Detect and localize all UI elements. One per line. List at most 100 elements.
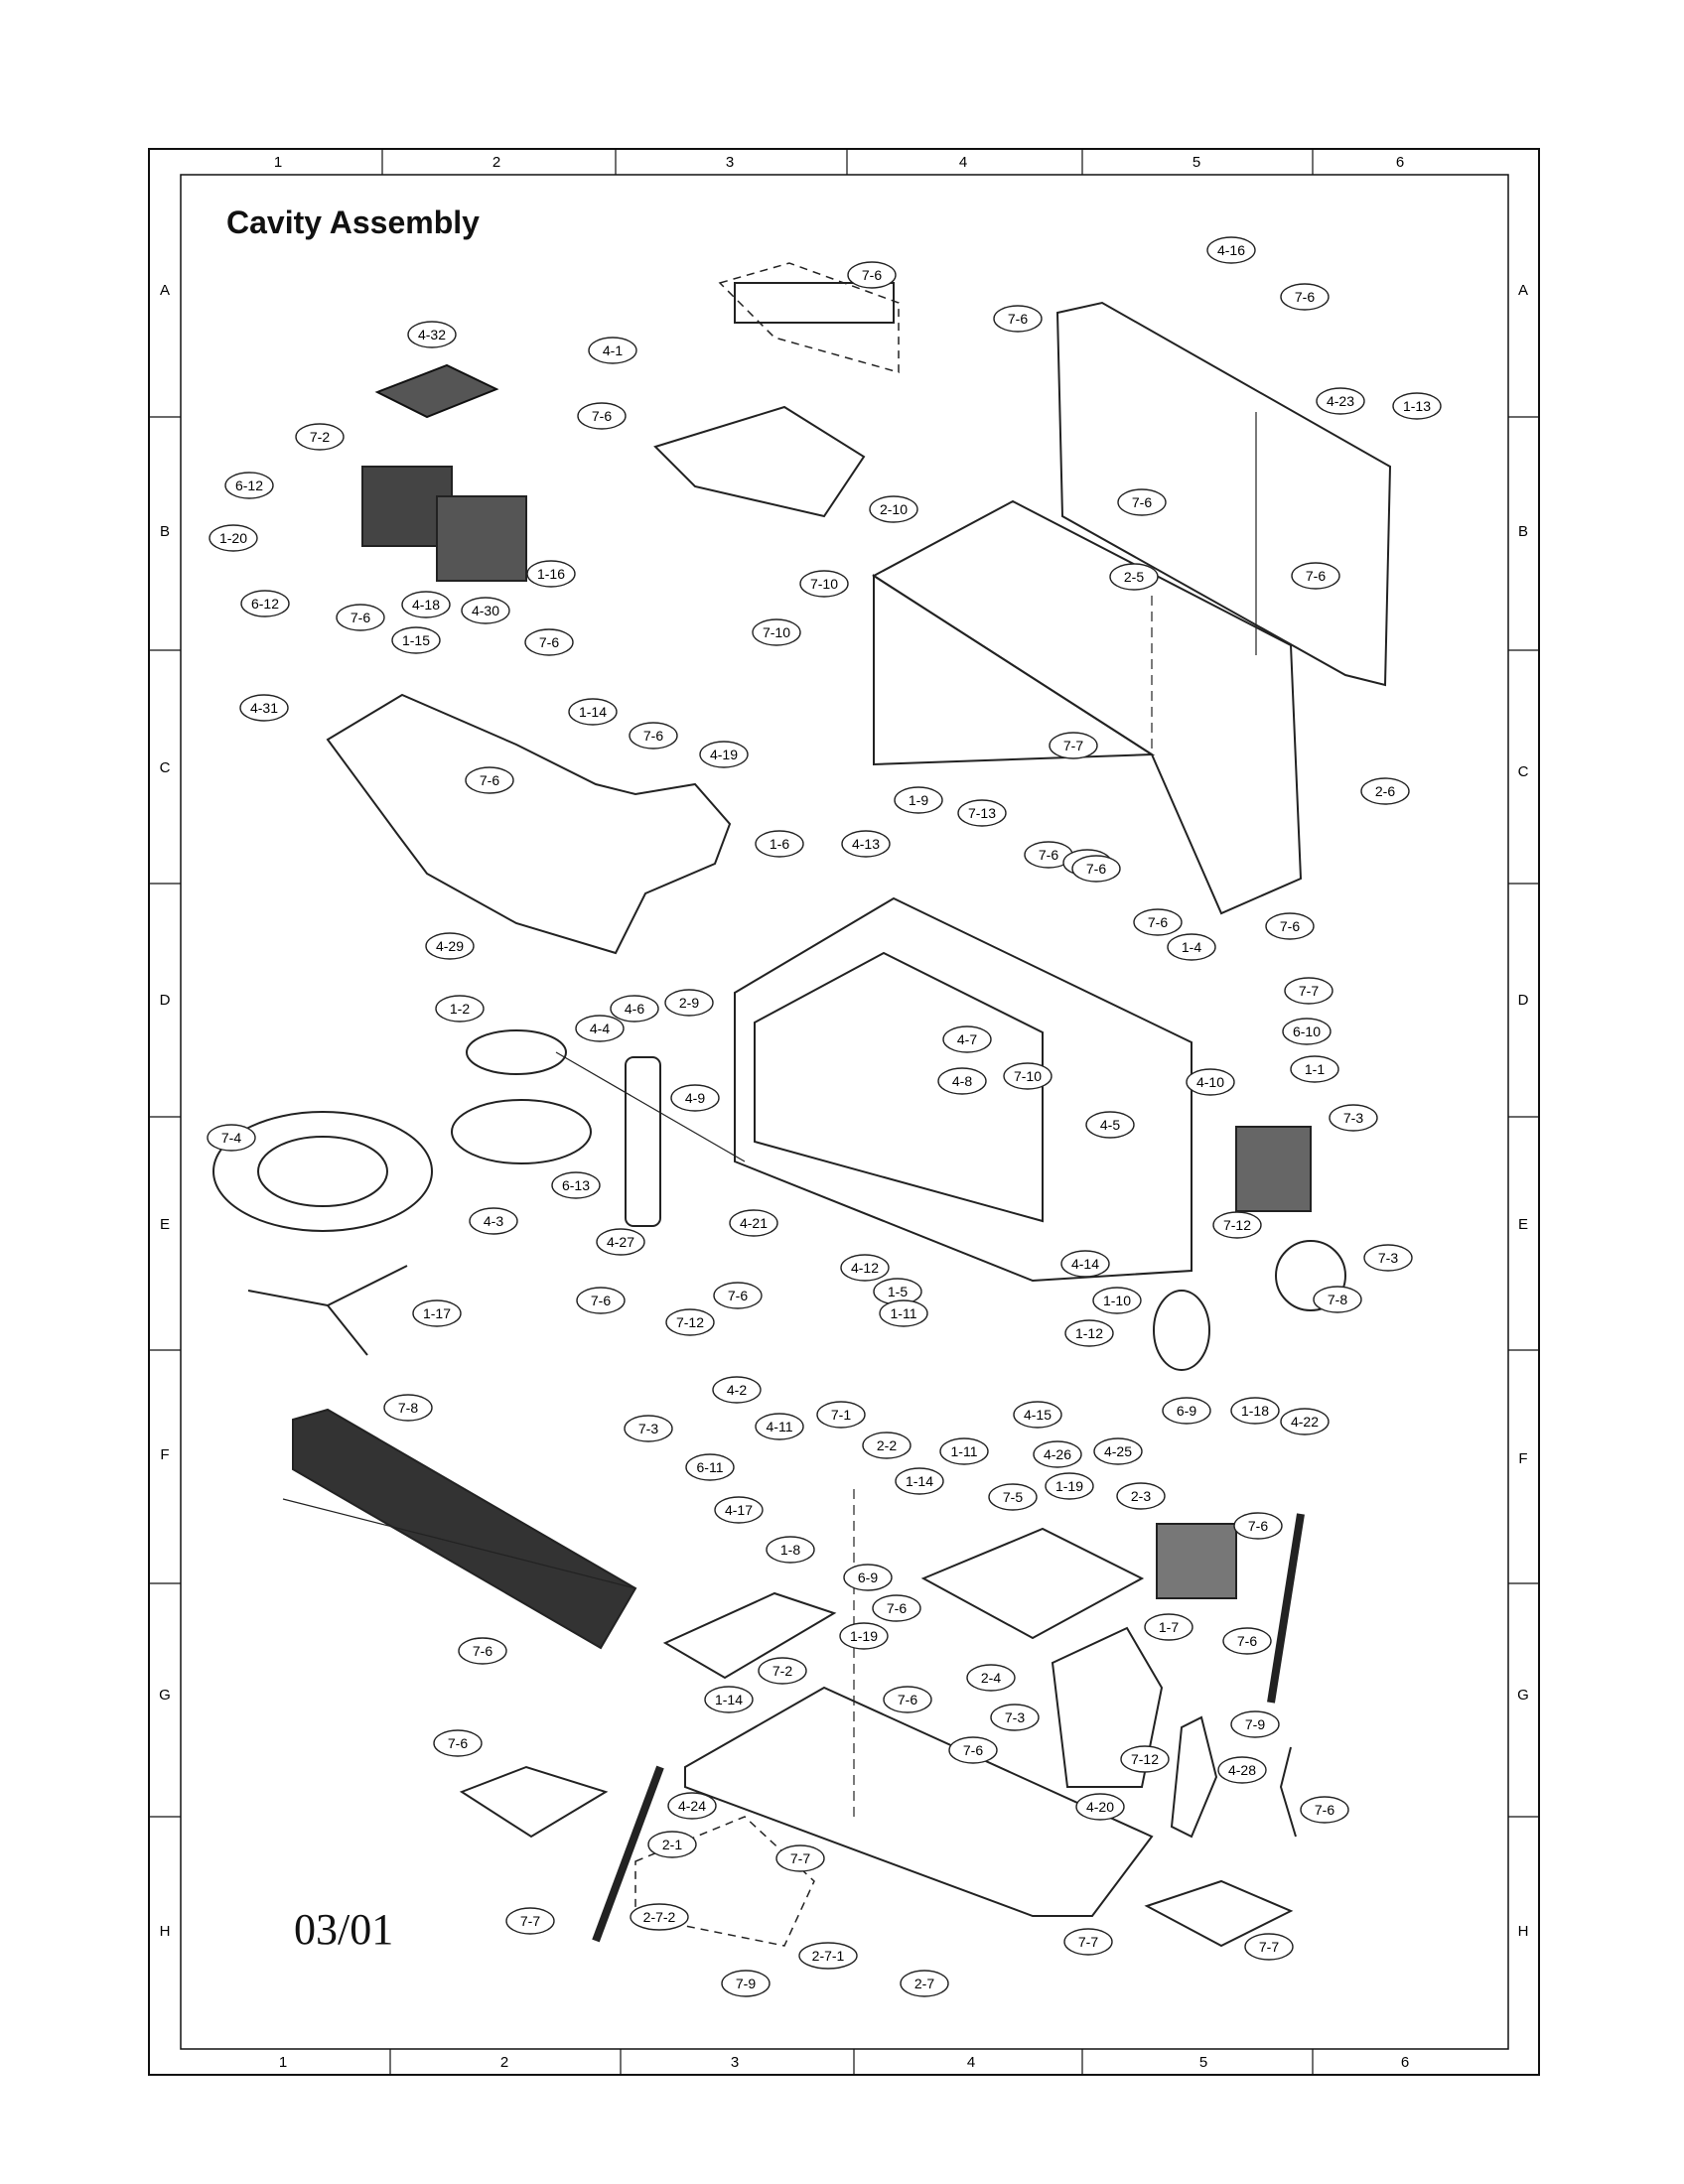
- col-label-bottom: 6: [1401, 2054, 1409, 2071]
- callout-label: 1-5: [888, 1284, 908, 1299]
- callout-bubble: [758, 1657, 807, 1685]
- top-plate-part: [653, 405, 866, 518]
- callout-bubble: [1291, 562, 1340, 590]
- leader-line: [555, 1051, 746, 1162]
- part-callout: 1-14: [895, 1467, 944, 1495]
- callout-label: 4-32: [418, 327, 446, 342]
- callout-label: 7-12: [676, 1314, 704, 1330]
- part-callout: 7-6: [847, 261, 897, 289]
- part-callout: 4-29: [425, 932, 475, 960]
- callout-bubble: [588, 337, 637, 364]
- callout-bubble: [624, 1415, 673, 1442]
- part-callout: 7-6: [993, 305, 1043, 333]
- part-callout: 7-6: [872, 1594, 921, 1622]
- part-callout: 2-3: [1116, 1482, 1166, 1510]
- callout-bubble: [526, 560, 576, 588]
- callout-label: 7-6: [1315, 1802, 1334, 1818]
- callout-bubble: [1120, 1745, 1170, 1773]
- callout-bubble: [1206, 236, 1256, 264]
- callout-bubble: [1282, 1018, 1332, 1045]
- part-callout: 4-13: [841, 830, 891, 858]
- part-callout: 7-9: [1230, 1710, 1280, 1738]
- callout-label: 7-6: [1280, 918, 1300, 934]
- part-callout: 7-6: [1222, 1627, 1272, 1655]
- part-callout: 6-9: [1162, 1397, 1211, 1425]
- callout-label: 7-2: [772, 1663, 792, 1679]
- col-label-top: 2: [492, 154, 500, 171]
- callout-bubble: [1116, 1482, 1166, 1510]
- callout-bubble: [577, 402, 627, 430]
- part-callout: 7-6: [433, 1729, 483, 1757]
- callout-bubble: [458, 1637, 507, 1665]
- col-label-top: 5: [1193, 154, 1200, 171]
- part-callout: 4-24: [667, 1792, 717, 1820]
- callout-label: 1-9: [909, 792, 928, 808]
- part-callout: 4-11: [755, 1413, 804, 1440]
- part-callout: 4-25: [1093, 1437, 1143, 1465]
- callout-label: 4-7: [957, 1031, 977, 1047]
- callout-bubble: [766, 1536, 815, 1564]
- grid-labels: 1 2 3 4 5 6 1 2 3 4 5 6 A B C D E F G H …: [159, 154, 1529, 2071]
- callout-label: 7-10: [1014, 1068, 1042, 1084]
- callout-bubble: [568, 698, 618, 726]
- part-callout: 4-8: [937, 1067, 987, 1095]
- callout-label: 6-12: [251, 596, 279, 612]
- callout-bubble: [209, 524, 258, 552]
- col-label-bottom: 5: [1199, 2054, 1207, 2071]
- part-callout: 4-1: [588, 337, 637, 364]
- part-callout: 7-6: [1133, 908, 1183, 936]
- callout-label: 1-13: [1403, 398, 1431, 414]
- callout-bubble: [1280, 283, 1330, 311]
- callout-bubble: [435, 995, 485, 1023]
- col-label-bottom: 2: [500, 2054, 508, 2071]
- date-code: 03/01: [294, 1905, 394, 1954]
- callout-bubble: [240, 590, 290, 617]
- callout-label: 7-6: [1086, 861, 1106, 877]
- callout-bubble: [798, 1942, 858, 1970]
- callout-label: 7-6: [1132, 494, 1152, 510]
- callout-bubble: [966, 1664, 1016, 1692]
- col-label-bottom: 1: [279, 2054, 287, 2071]
- callout-bubble: [1230, 1397, 1280, 1425]
- callout-label: 4-17: [725, 1502, 753, 1518]
- callout-label: 2-3: [1131, 1488, 1151, 1504]
- part-callout: 6-12: [240, 590, 290, 617]
- part-callout: 1-15: [391, 626, 441, 654]
- callout-bubble: [1049, 732, 1098, 759]
- callout-label: 7-7: [1063, 738, 1083, 753]
- callout-bubble: [1300, 1796, 1349, 1824]
- callout-bubble: [1144, 1613, 1193, 1641]
- callout-bubble: [948, 1736, 998, 1764]
- callout-label: 7-12: [1131, 1751, 1159, 1767]
- callout-bubble: [1133, 908, 1183, 936]
- callout-label: 7-6: [539, 634, 559, 650]
- callout-bubble: [667, 1792, 717, 1820]
- callout-label: 7-6: [592, 408, 612, 424]
- part-callout: 7-2: [758, 1657, 807, 1685]
- callout-label: 7-7: [790, 1850, 810, 1866]
- part-callout: 4-32: [407, 321, 457, 348]
- roller-stay-part: [327, 1265, 408, 1306]
- col-label-bottom: 4: [967, 2054, 975, 2071]
- part-callout: 4-27: [596, 1228, 645, 1256]
- callout-label: 4-5: [1100, 1117, 1120, 1133]
- callout-label: 4-20: [1086, 1799, 1114, 1815]
- part-callout: 4-20: [1075, 1793, 1125, 1821]
- callout-label: 7-7: [520, 1913, 540, 1929]
- part-callout: 2-10: [869, 495, 918, 523]
- callout-bubble: [425, 932, 475, 960]
- callout-label: 7-6: [1248, 1518, 1268, 1534]
- part-callout: 7-6: [336, 604, 385, 631]
- callout-label: 7-6: [643, 728, 663, 744]
- rear-plate-part: [1055, 301, 1392, 687]
- callout-label: 1-4: [1182, 939, 1201, 955]
- row-label-left: C: [160, 759, 171, 776]
- row-label-right: D: [1518, 992, 1529, 1009]
- part-callout: 7-3: [1363, 1244, 1413, 1272]
- callout-label: 4-3: [484, 1213, 503, 1229]
- part-callout: 7-9: [721, 1970, 771, 1997]
- part-callout: 4-7: [942, 1025, 992, 1053]
- callout-label: 4-8: [952, 1073, 972, 1089]
- callout-label: 7-6: [887, 1600, 907, 1616]
- callout-label: 7-6: [591, 1293, 611, 1308]
